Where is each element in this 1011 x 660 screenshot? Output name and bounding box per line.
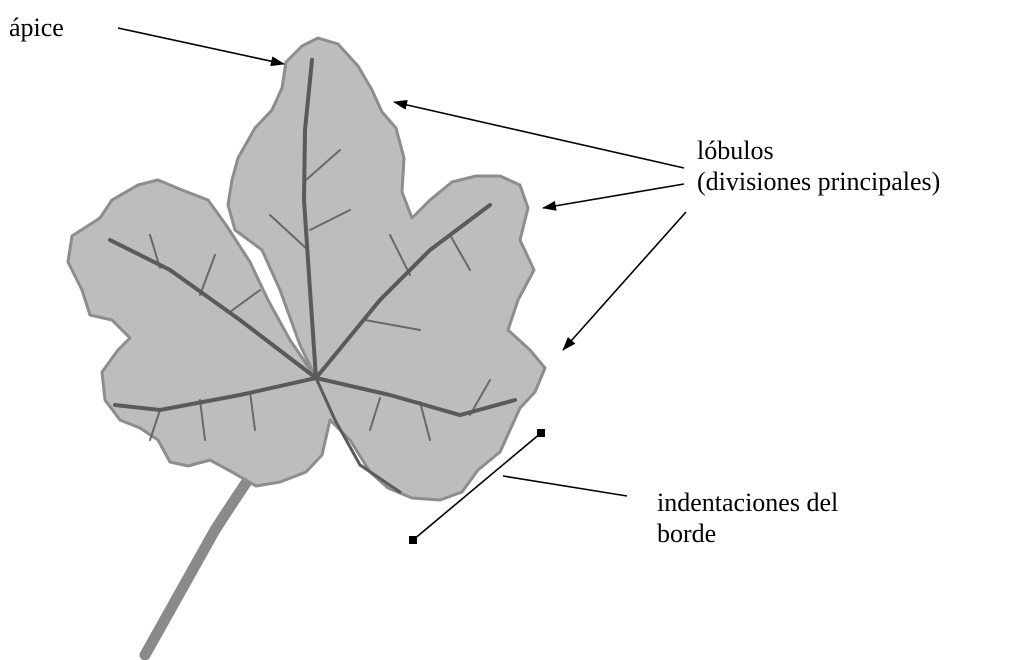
- indent-end-marker-top: [537, 429, 545, 437]
- label-lobes-line2: (divisiones principales): [697, 166, 940, 197]
- label-indentations: indentaciones del borde: [657, 487, 838, 549]
- lobe-arrow-middle: [543, 184, 684, 208]
- lobe-arrow-lower: [563, 212, 686, 350]
- indent-end-marker-bottom: [409, 536, 417, 544]
- label-apex: ápice: [9, 12, 64, 43]
- lobe-arrow-upper: [394, 102, 684, 168]
- label-lobes: lóbulos (divisiones principales): [697, 135, 940, 197]
- indent-leader-line: [503, 476, 627, 496]
- label-lobes-line1: lóbulos: [697, 135, 940, 166]
- label-indentations-line1: indentaciones del: [657, 487, 838, 518]
- label-indentations-line2: borde: [657, 518, 838, 549]
- apex-arrow: [118, 28, 284, 64]
